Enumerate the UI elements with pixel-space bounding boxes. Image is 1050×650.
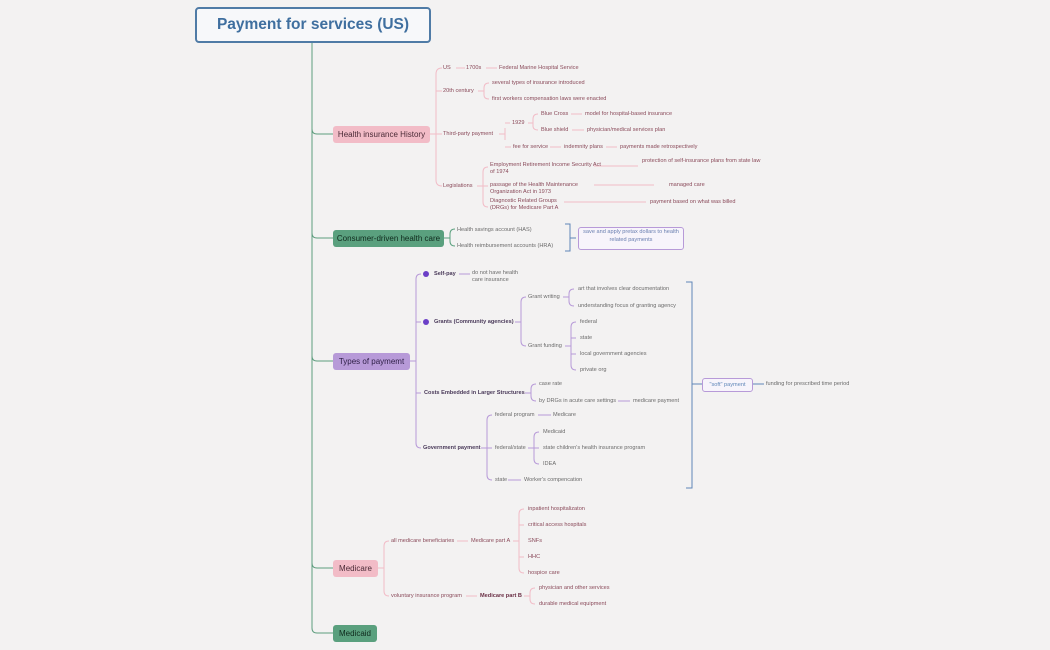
types-state[interactable]: state (495, 476, 508, 483)
types-federal-program[interactable]: federal program (495, 411, 535, 418)
medicare-physician-services[interactable]: physician and other services (539, 584, 610, 591)
consumer-hsa[interactable]: Health savings account (HAS) (457, 226, 532, 233)
history-erisa-desc[interactable]: protection of self-insurance plans from … (642, 158, 761, 164)
medicare-inpatient[interactable]: inpatient hospitalizaton (528, 505, 585, 512)
types-schip[interactable]: state children's health insurance progra… (543, 444, 646, 451)
types-funding-state[interactable]: state (580, 334, 593, 341)
history-hmo-desc[interactable]: managed care (669, 181, 705, 188)
medicare-hhc[interactable]: HHC (528, 553, 541, 560)
history-fee-for-service[interactable]: fee for service (513, 143, 549, 150)
types-federal-state[interactable]: federal/state (495, 444, 526, 451)
self-pay-marker-icon (423, 271, 429, 277)
types-grant-funding[interactable]: Grant funding (528, 342, 562, 349)
topic-consumer-driven-health-care[interactable]: Consumer-driven health care (333, 230, 444, 247)
types-soft-payment[interactable]: "soft" payment (702, 378, 753, 392)
types-grant-writing-1[interactable]: art that involves clear documentation (578, 285, 670, 292)
types-medicaid[interactable]: Medicaid (543, 428, 566, 435)
grants-marker-icon (423, 319, 429, 325)
topic-types-of-payment[interactable]: Types of paymemt (333, 353, 410, 370)
history-us[interactable]: US (443, 64, 451, 71)
medicare-critical-access[interactable]: critical access hospitals (528, 521, 587, 528)
medicare-voluntary[interactable]: voluntary insurance program (391, 592, 462, 599)
medicare-snfs[interactable]: SNFs (528, 537, 542, 544)
medicare-dme[interactable]: durable medical equipment (539, 600, 607, 607)
history-drg-desc[interactable]: payment based on what was billed (650, 198, 736, 205)
history-drg[interactable]: Diagnostic Related Groups (DRGs) for Med… (490, 198, 559, 211)
history-insurance-types[interactable]: several types of insurance introduced (492, 79, 585, 86)
page-title: Payment for services (US) (195, 7, 431, 43)
history-blue-shield[interactable]: Blue shield (541, 126, 569, 133)
types-government-payment[interactable]: Government payment (423, 444, 481, 451)
types-costs-embedded[interactable]: Costs Embedded in Larger Structures (424, 389, 525, 396)
history-1700s[interactable]: 1700s (466, 64, 482, 71)
history-retrospective-payments[interactable]: payments made retrospectively (620, 143, 698, 150)
history-indemnity-plans[interactable]: indemnity plans (564, 143, 603, 150)
types-self-pay-desc[interactable]: do not have health care insurance (472, 270, 519, 283)
types-case-rate[interactable]: case rate (539, 380, 563, 387)
medicare-all-beneficiaries[interactable]: all medicare beneficiaries (391, 537, 455, 544)
topic-health-insurance-history[interactable]: Health insurance History (333, 126, 430, 143)
types-workers-comp[interactable]: Worker's compencation (524, 476, 583, 483)
consumer-hra[interactable]: Health reimbursement accounts (HRA) (457, 242, 554, 249)
types-soft-payment-desc[interactable]: funding for prescribed time period (766, 380, 850, 387)
history-blue-cross-desc[interactable]: model for hospital-based insurance (585, 110, 673, 117)
types-medicare-payment[interactable]: medicare payment (633, 397, 680, 404)
topic-medicaid[interactable]: Medicaid (333, 625, 377, 642)
types-medicare[interactable]: Medicare (553, 411, 577, 418)
history-1929[interactable]: 1929 (512, 119, 525, 126)
medicare-part-a[interactable]: Medicare part A (471, 537, 511, 544)
topic-medicare[interactable]: Medicare (333, 560, 378, 577)
history-blue-cross[interactable]: Blue Cross (541, 110, 569, 117)
history-20th-century[interactable]: 20th century (443, 87, 474, 94)
types-grant-writing-2[interactable]: understanding focus of granting agency (578, 302, 676, 309)
history-erisa[interactable]: Employment Retirement Income Security Ac… (490, 162, 601, 175)
types-drgs-acute[interactable]: by DRGs in acute care settings (539, 397, 617, 404)
types-grants[interactable]: Grants (Community agencies) (434, 318, 514, 325)
types-grant-writing[interactable]: Grant writing (528, 293, 560, 300)
types-funding-local[interactable]: local government agencies (580, 350, 647, 357)
history-workers-comp-laws[interactable]: first workers compensation laws were ena… (492, 95, 607, 102)
types-funding-federal[interactable]: federal (580, 318, 598, 325)
history-legislations[interactable]: Legislations (443, 182, 473, 189)
types-self-pay[interactable]: Self-pay (434, 270, 456, 277)
history-hmo-act[interactable]: passage of the Health Maintenance Organi… (490, 182, 579, 195)
types-funding-private[interactable]: private org (580, 366, 607, 373)
history-blue-shield-desc[interactable]: physician/medical services plan (587, 126, 666, 133)
medicare-hospice[interactable]: hospice care (528, 569, 560, 576)
medicare-part-b[interactable]: Medicare part B (480, 592, 522, 599)
types-idea[interactable]: IDEA (543, 460, 557, 467)
history-fmhs[interactable]: Federal Marine Hospital Service (499, 64, 579, 71)
history-third-party-payment[interactable]: Third-party payment (443, 130, 494, 137)
consumer-callout[interactable]: save and apply pretax dollars to health … (578, 227, 684, 250)
